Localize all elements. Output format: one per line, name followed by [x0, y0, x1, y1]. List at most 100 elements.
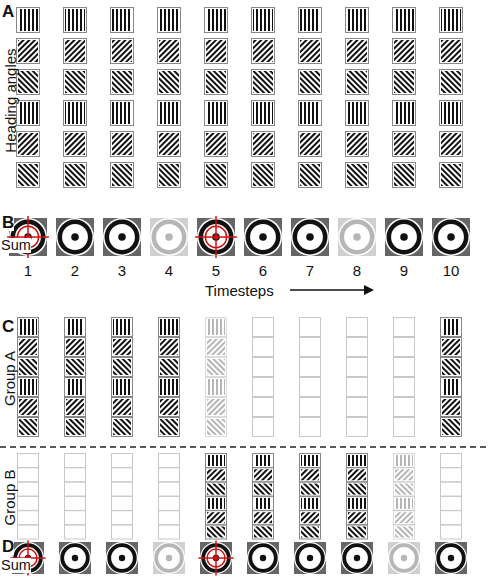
grating-patch	[394, 398, 415, 417]
patch-frame	[206, 468, 227, 482]
patch-stripes	[347, 9, 367, 31]
grating-patch	[159, 482, 180, 496]
patch-stripes	[442, 339, 460, 355]
patch-stripes	[19, 379, 37, 395]
patch-stripes	[253, 133, 273, 155]
patch-frame	[205, 101, 228, 126]
patch-frame	[347, 511, 368, 525]
grating-patch	[300, 378, 321, 397]
patch-ground	[395, 455, 413, 466]
patch-frame	[17, 70, 40, 95]
sum-bg	[291, 218, 329, 256]
grating-patch	[205, 70, 228, 95]
sum-ground	[247, 542, 279, 574]
sum-ring	[389, 222, 419, 252]
grating-patch	[252, 101, 275, 126]
patch-stripes	[442, 379, 460, 395]
patch-frame	[159, 482, 180, 496]
grating-patch	[18, 454, 39, 468]
patch-ground	[160, 399, 178, 415]
patch-frame	[440, 163, 463, 188]
grating-patch	[64, 101, 87, 126]
patch-ground	[300, 164, 320, 186]
patch-ground	[301, 498, 319, 509]
grating-patch	[394, 418, 415, 437]
grating-patch	[65, 358, 86, 377]
patch-frame	[65, 338, 86, 357]
sum-ground	[338, 218, 376, 256]
sum-dot	[307, 555, 313, 561]
timestep-number: 5	[212, 263, 220, 278]
patch-ground	[347, 40, 367, 62]
patch-ground	[66, 379, 84, 395]
grating-patch	[64, 70, 87, 95]
patch-ground	[112, 164, 132, 186]
patch-ground	[112, 9, 132, 31]
grating-patch	[252, 163, 275, 188]
grating-patch	[206, 318, 227, 337]
grating-patch	[64, 8, 87, 33]
patch-frame	[18, 378, 39, 397]
patch-stripes	[300, 71, 320, 93]
time-arrow	[290, 289, 366, 291]
patch-ground	[112, 71, 132, 93]
patch-frame	[300, 525, 321, 539]
patch-frame	[299, 39, 322, 64]
patch-frame	[158, 163, 181, 188]
sum-bg	[103, 218, 141, 256]
grating-patch	[111, 70, 134, 95]
patch-frame	[393, 8, 416, 33]
sum-rings	[435, 542, 467, 574]
grating-patch	[112, 454, 133, 468]
patch-frame	[300, 454, 321, 468]
patch-frame	[441, 318, 462, 337]
sum-dot	[448, 555, 454, 561]
grating-patch	[206, 454, 227, 468]
grating-patch	[300, 496, 321, 510]
patch-frame	[65, 318, 86, 337]
patch-frame	[253, 378, 274, 397]
patch-ground	[395, 469, 413, 480]
patch-stripes	[206, 71, 226, 93]
patch-frame	[65, 482, 86, 496]
patch-ground	[18, 102, 38, 124]
patch-ground	[65, 164, 85, 186]
patch-frame	[347, 358, 368, 377]
patch-frame	[252, 163, 275, 188]
grating-patch	[346, 163, 369, 188]
panel-letter: A	[2, 3, 14, 20]
patch-stripes	[18, 71, 38, 93]
sum-dot	[118, 233, 126, 241]
row-label: Sum	[1, 238, 31, 253]
sum-bg	[435, 542, 467, 574]
grating-patch	[299, 70, 322, 95]
sum-ground	[103, 218, 141, 256]
patch-frame	[18, 358, 39, 377]
patch-stripes	[394, 133, 414, 155]
patch-frame	[347, 318, 368, 337]
patch-ground	[348, 498, 366, 509]
patch-ground	[207, 359, 225, 375]
grating-patch	[111, 163, 134, 188]
patch-stripes	[159, 164, 179, 186]
grating-patch	[440, 8, 463, 33]
grating-patch	[17, 132, 40, 157]
grating-patch	[18, 398, 39, 417]
row-label: Sum	[1, 558, 31, 573]
grating-patch	[300, 338, 321, 357]
patch-ground	[442, 399, 460, 415]
patch-frame	[394, 454, 415, 468]
patch-ground	[347, 164, 367, 186]
patch-frame	[64, 39, 87, 64]
patch-stripes	[207, 339, 225, 355]
grating-patch	[347, 358, 368, 377]
grating-patch	[393, 132, 416, 157]
patch-ground	[347, 71, 367, 93]
grating-patch	[112, 496, 133, 510]
grating-patch	[252, 8, 275, 33]
patch-frame	[346, 101, 369, 126]
patch-ground	[348, 469, 366, 480]
patch-frame	[393, 132, 416, 157]
patch-ground	[253, 40, 273, 62]
patch-ground	[160, 359, 178, 375]
